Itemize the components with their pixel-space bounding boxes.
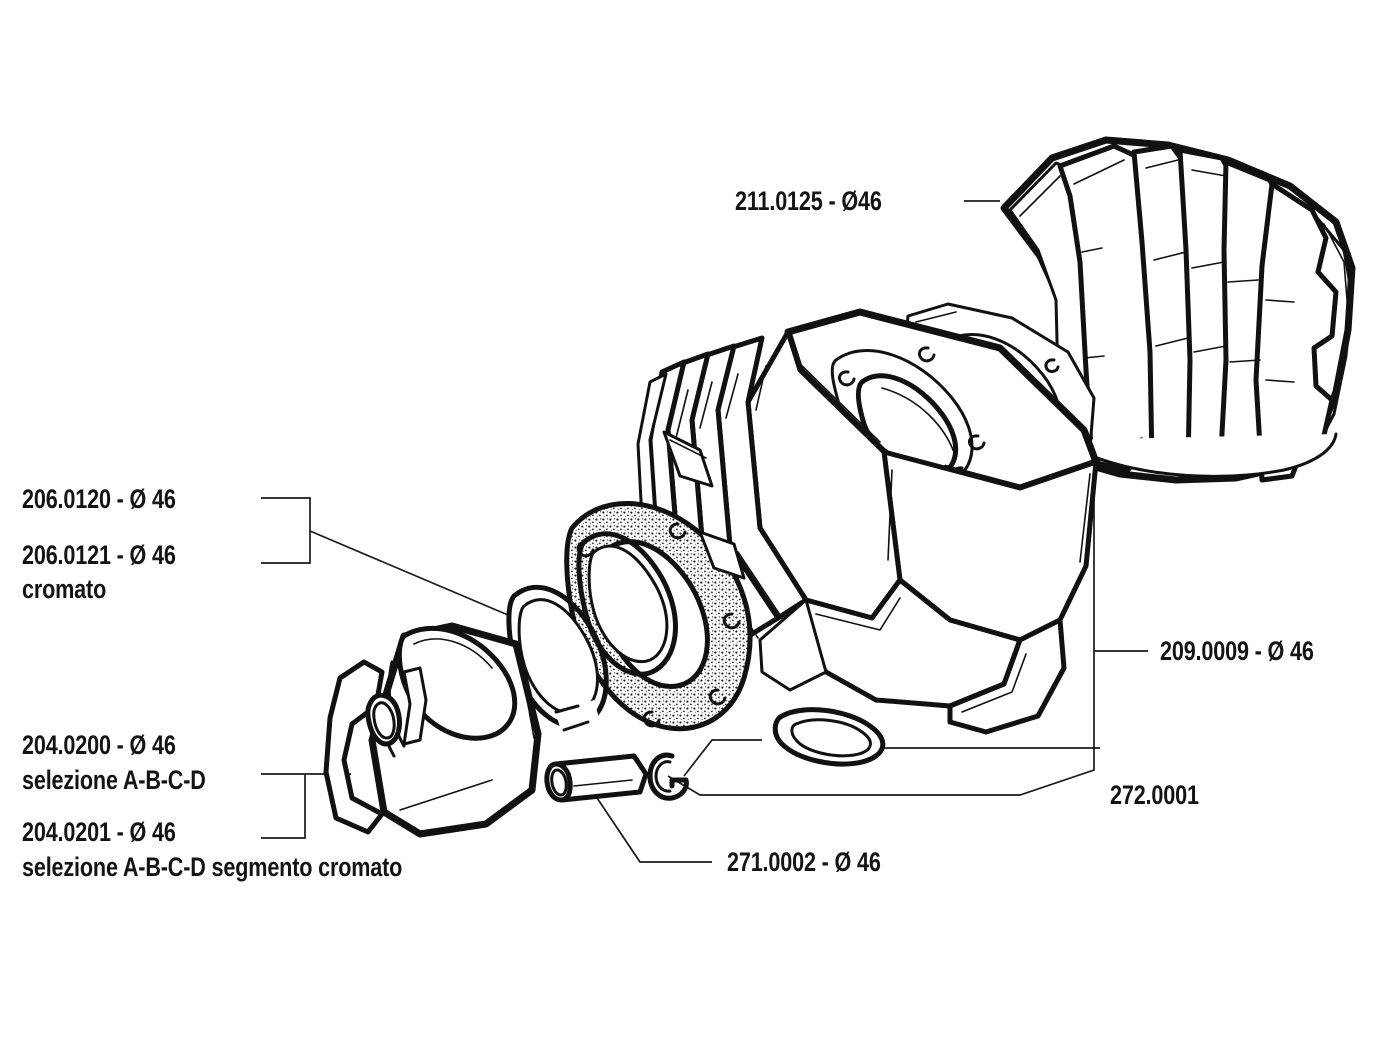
piston-part bbox=[323, 622, 542, 838]
piston-ring-1-gap-mask bbox=[556, 700, 600, 734]
leader-gasket bbox=[683, 739, 762, 777]
barrel-base-edge bbox=[815, 597, 901, 631]
barrel-right-edge bbox=[1079, 473, 1091, 563]
cylinder-barrel-part bbox=[636, 308, 1100, 735]
circlip-inner bbox=[654, 760, 672, 793]
label-rings-line2: 206.0121 - Ø 46 bbox=[22, 539, 176, 570]
barrel-stub-edge bbox=[961, 653, 1027, 713]
label-piston-line3: 204.0201 - Ø 46 bbox=[22, 817, 176, 848]
label-pin-id: 271.0002 - Ø 46 bbox=[727, 847, 881, 877]
seal-washer-part bbox=[772, 707, 886, 767]
head-fin-2-edge bbox=[1145, 159, 1179, 169]
piston-ring-2-inner-edge bbox=[587, 544, 669, 664]
piston-crown-hilite bbox=[413, 638, 493, 669]
leader-bracket-rings bbox=[261, 497, 311, 564]
label-gudgeon-pin: 271.0002 - Ø 46 bbox=[727, 845, 881, 880]
barrel-lug bbox=[662, 430, 714, 488]
label-circlip: 272.0001 bbox=[1110, 778, 1199, 813]
piston-ring-1-gap bbox=[554, 704, 590, 732]
barrel-exhaust-stub bbox=[947, 617, 1067, 735]
pin-bore-inner bbox=[554, 774, 565, 791]
piston-pin-hole bbox=[372, 701, 396, 740]
label-cylinder-id: 209.0009 - Ø 46 bbox=[1160, 636, 1314, 666]
head-fin-1-edge bbox=[1073, 159, 1125, 185]
label-piston-line2: selezione A-B-C-D bbox=[22, 764, 206, 795]
head-gasket-edge bbox=[915, 311, 957, 323]
piston-right-edge bbox=[519, 659, 535, 739]
label-head-id: 211.0125 - Ø46 bbox=[735, 186, 882, 216]
head-fin-5 bbox=[1253, 181, 1339, 483]
barrel-bore-inner bbox=[867, 386, 951, 472]
piston-ring-1-inner bbox=[519, 599, 598, 714]
leader-bracket-piston bbox=[261, 774, 306, 839]
barrel-intake-spigot bbox=[758, 598, 828, 692]
barrel-lug-edge bbox=[669, 439, 707, 459]
label-piston-line4: selezione A-B-C-D segmento cromato bbox=[22, 851, 403, 882]
label-rings-line3: cromato bbox=[22, 574, 107, 605]
piston-ring-2-outer bbox=[576, 531, 678, 677]
label-cylinder-head: 211.0125 - Ø46 bbox=[735, 184, 882, 219]
label-piston-line1: 204.0200 - Ø 46 bbox=[22, 730, 176, 760]
piston-skirt-hilite bbox=[399, 779, 493, 811]
leader-pin bbox=[586, 782, 712, 863]
circlip-part bbox=[647, 752, 689, 801]
head-fin-edge-right bbox=[1310, 210, 1354, 454]
label-piston-rings: 206.0120 - Ø 46 206.0121 - Ø 46 cromato bbox=[22, 482, 176, 607]
head-fin-edge-right2 bbox=[1323, 223, 1349, 425]
head-edge-a bbox=[1019, 175, 1061, 217]
label-rings-line1: 206.0120 - Ø 46 bbox=[22, 484, 176, 514]
seal-washer-inner bbox=[790, 718, 872, 758]
label-cylinder: 209.0009 - Ø 46 bbox=[1160, 634, 1314, 669]
circlip-g-shape bbox=[647, 752, 689, 801]
head-bottom-edge bbox=[1062, 432, 1338, 478]
label-piston: 204.0200 - Ø 46 selezione A-B-C-D 204.02… bbox=[22, 728, 402, 884]
pin-hilite bbox=[573, 779, 633, 787]
pin-bore bbox=[550, 768, 568, 797]
label-circlip-id: 272.0001 bbox=[1110, 780, 1199, 810]
head-fin-grooves bbox=[1081, 247, 1295, 383]
barrel-bore-hilite bbox=[881, 387, 957, 459]
leader-cylinder-path bbox=[667, 463, 1095, 796]
leader-lines bbox=[261, 200, 1148, 863]
leader-rings bbox=[309, 530, 509, 616]
piston-boss-rib bbox=[402, 666, 428, 746]
head-fin-3-edge bbox=[1191, 169, 1227, 177]
gudgeon-pin-part bbox=[544, 753, 649, 803]
base-gasket-tab bbox=[698, 530, 746, 580]
